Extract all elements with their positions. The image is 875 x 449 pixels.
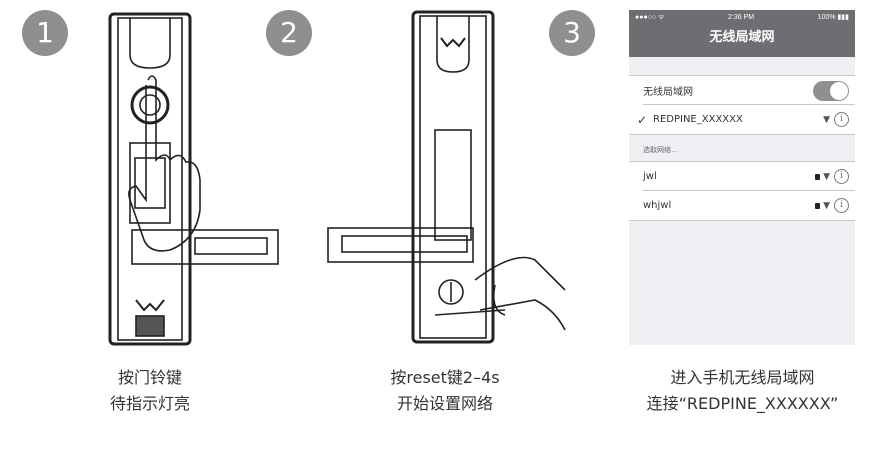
status-time: 2:36 PM <box>728 13 755 21</box>
phone-wlan-screen: ●●●○○ ᯤ 2:36 PM 100% ▮▮▮ 无线局域网 无线局域网 ✓ R… <box>629 10 855 345</box>
info-icon[interactable]: i <box>834 112 849 127</box>
checkmark-icon: ✓ <box>637 112 648 127</box>
wlan-toggle-row: 无线局域网 <box>629 76 855 105</box>
page-title: 无线局域网 <box>629 24 855 57</box>
lock-reset-illustration <box>327 10 566 344</box>
caption-line: 待指示灯亮 <box>109 394 190 413</box>
status-bar: ●●●○○ ᯤ 2:36 PM 100% ▮▮▮ <box>629 10 855 24</box>
wlan-toggle-switch[interactable] <box>813 80 849 101</box>
step-1-caption: 按门铃键 待指示灯亮 <box>90 365 210 417</box>
caption-line: 按门铃键 <box>117 368 182 387</box>
info-icon[interactable]: i <box>834 169 849 184</box>
network-row-whjwl[interactable]: whjwl ▼ i <box>629 191 855 221</box>
lock-doorbell-illustration <box>108 12 279 346</box>
wifi-icon: ▼ <box>823 114 830 125</box>
caption-line: 连接“REDPINE_XXXXXX” <box>646 394 839 413</box>
spacer <box>629 57 855 76</box>
network-name: REDPINE_XXXXXX <box>653 114 743 125</box>
network-name: jwl <box>643 171 657 182</box>
caption-line: 按reset键2–4s <box>390 368 500 387</box>
connected-network-row[interactable]: ✓ REDPINE_XXXXXX ▼ i <box>629 105 855 134</box>
wifi-icon: ▼ <box>823 200 830 211</box>
network-row-jwl[interactable]: jwl ▼ i <box>629 162 855 191</box>
step-3-badge: 3 <box>549 10 595 56</box>
battery-indicator: 100% ▮▮▮ <box>817 14 849 21</box>
section-header: 选取网络… <box>629 134 855 162</box>
step-2-badge: 2 <box>266 10 312 56</box>
info-icon[interactable]: i <box>834 198 849 213</box>
network-name: whjwl <box>643 200 672 211</box>
caption-line: 进入手机无线局域网 <box>670 368 815 387</box>
lock-icon <box>815 202 821 209</box>
wlan-toggle-label: 无线局域网 <box>643 87 693 98</box>
caption-line: 开始设置网络 <box>396 394 493 413</box>
step-1-badge: 1 <box>22 10 68 56</box>
step-3-caption: 进入手机无线局域网 连接“REDPINE_XXXXXX” <box>615 365 870 417</box>
signal-indicator: ●●●○○ ᯤ <box>635 13 665 21</box>
step-2-caption: 按reset键2–4s 开始设置网络 <box>370 365 520 417</box>
lock-icon <box>815 173 821 180</box>
wifi-icon: ▼ <box>823 171 830 182</box>
